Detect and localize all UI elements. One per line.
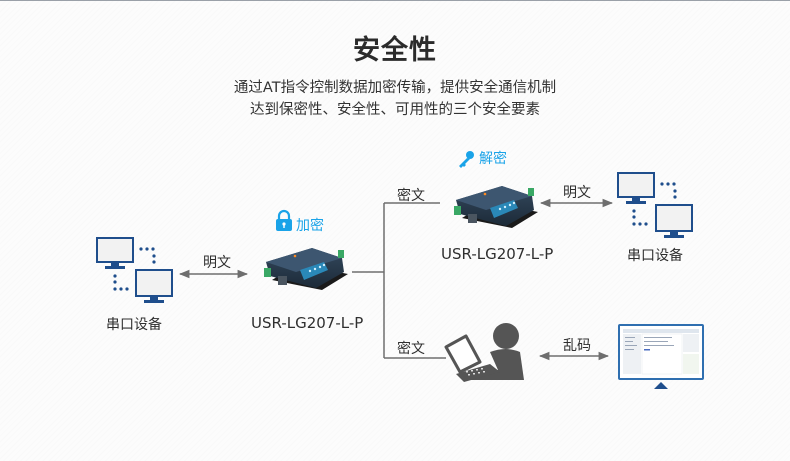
gateway-model-decrypt: USR-LG207-L-P [441,245,554,263]
top-border [0,0,790,1]
link-label-bottom: 乱码 [563,338,591,354]
page-title: 安全性 [353,35,437,66]
monitor-screen-icon [618,324,704,389]
key-icon [459,151,474,168]
link-label-left: 明文 [203,255,231,271]
subtitle-line-2: 达到保密性、安全性、可用性的三个安全要素 [250,102,540,118]
gateway-model-encrypt: USR-LG207-L-P [251,314,364,332]
decrypt-badge: 解密 [479,151,507,167]
person-laptop-icon [444,323,524,382]
branch-bottom-label: 密文 [397,341,425,357]
device-label-right: 串口设备 [627,248,683,264]
encrypt-badge: 加密 [296,218,324,234]
device-label-left: 串口设备 [106,317,162,333]
branch-top-label: 密文 [397,188,425,204]
lock-icon [276,209,292,231]
serial-device-icon-right [617,172,693,238]
gateway-device-decrypt [454,186,538,228]
serial-device-icon-left [96,237,173,303]
link-label-right-top: 明文 [563,185,591,201]
subtitle-line-1: 通过AT指令控制数据加密传输，提供安全通信机制 [233,80,557,96]
gateway-device-encrypt [264,248,348,290]
